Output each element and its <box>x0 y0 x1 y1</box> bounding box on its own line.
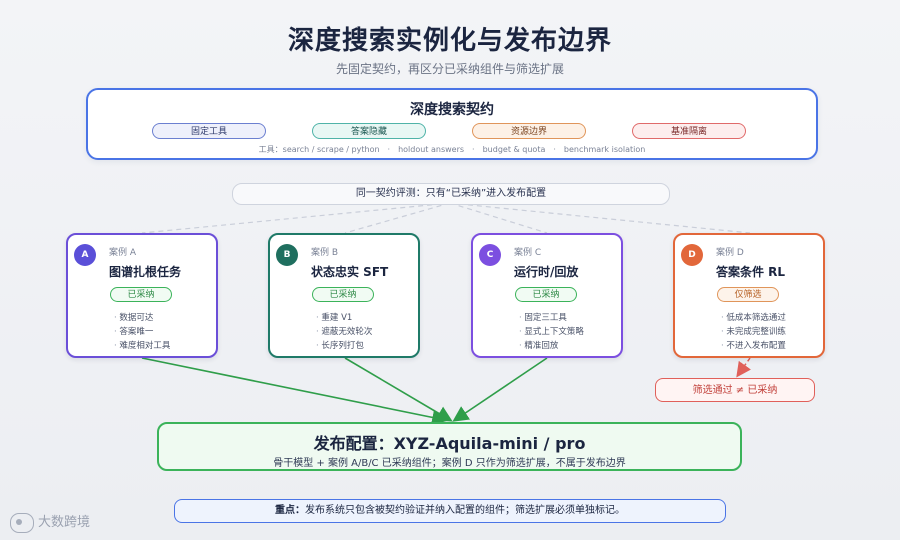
case-d-status: 仅筛选 <box>717 287 779 302</box>
contract-pill-answer-hidden: 答案隐藏 <box>312 123 426 139</box>
case-b-status: 已采纳 <box>312 287 374 302</box>
case-a-badge: A <box>74 244 96 266</box>
contract-tools-line: 工具：search / scrape / python · holdout an… <box>258 145 646 154</box>
case-b-bullets: 重建 V1 遮蔽无效轮次 长序列打包 <box>316 311 372 353</box>
case-c-bullet: 显式上下文策略 <box>519 325 584 339</box>
evaluation-bar: 同一契约评测：只有“已采纳”进入发布配置 <box>232 183 670 205</box>
case-b-bullet: 重建 V1 <box>316 311 372 325</box>
case-card-d: D 案例 D 答案条件 RL 仅筛选 低成本筛选通过 未完成完整训练 不进入发布… <box>673 233 825 358</box>
case-c-label: 案例 C <box>514 248 542 258</box>
filter-pass-note: 筛选通过 ≠ 已采纳 <box>655 378 815 402</box>
keypoint-bar: 重点：发布系统只包含被契约验证并纳入配置的组件；筛选扩展必须单独标记。 <box>174 499 726 523</box>
page-subtitle: 先固定契约，再区分已采纳组件与筛选扩展 <box>335 62 564 76</box>
case-c-badge: C <box>479 244 501 266</box>
release-subtitle: 骨干模型 + 案例 A/B/C 已采纳组件；案例 D 只作为筛选扩展，不属于发布… <box>273 458 626 469</box>
case-a-title: 图谱扎根任务 <box>109 265 182 279</box>
contract-box: 深度搜索契约 固定工具 答案隐藏 资源边界 基准隔离 工具：search / s… <box>86 88 818 160</box>
case-a-label: 案例 A <box>109 248 137 258</box>
contract-pill-resource-bounds: 资源边界 <box>472 123 586 139</box>
watermark-logo: 大数跨境 <box>10 511 90 533</box>
case-card-b: B 案例 B 状态忠实 SFT 已采纳 重建 V1 遮蔽无效轮次 长序列打包 <box>268 233 420 358</box>
logo-icon <box>10 512 34 533</box>
watermark-text: 大数跨境 <box>38 515 91 530</box>
case-card-a: A 案例 A 图谱扎根任务 已采纳 数据可达 答案唯一 难度相对工具 <box>66 233 218 358</box>
keypoint-text: 发布系统只包含被契约验证并纳入配置的组件；筛选扩展必须单独标记。 <box>305 505 625 516</box>
case-a-bullet: 难度相对工具 <box>114 339 170 353</box>
case-b-title: 状态忠实 SFT <box>311 265 389 279</box>
case-d-bullet: 未完成完整训练 <box>721 325 786 339</box>
case-d-badge: D <box>681 244 703 266</box>
case-c-bullet: 固定三工具 <box>519 311 584 325</box>
contract-pill-fixed-tools: 固定工具 <box>152 123 266 139</box>
case-d-bullet: 不进入发布配置 <box>721 339 786 353</box>
case-c-bullets: 固定三工具 显式上下文策略 精准回放 <box>519 311 584 353</box>
case-b-bullet: 遮蔽无效轮次 <box>316 325 372 339</box>
case-c-title: 运行时/回放 <box>514 265 579 279</box>
case-a-status: 已采纳 <box>110 287 172 302</box>
case-a-bullet: 数据可达 <box>114 311 170 325</box>
keypoint-lead: 重点： <box>275 505 305 516</box>
case-card-c: C 案例 C 运行时/回放 已采纳 固定三工具 显式上下文策略 精准回放 <box>471 233 623 358</box>
case-a-bullet: 答案唯一 <box>114 325 170 339</box>
case-c-bullet: 精准回放 <box>519 339 584 353</box>
page-title: 深度搜索实例化与发布边界 <box>287 26 612 56</box>
case-d-bullet: 低成本筛选通过 <box>721 311 786 325</box>
case-b-label: 案例 B <box>311 248 339 258</box>
case-a-bullets: 数据可达 答案唯一 难度相对工具 <box>114 311 170 353</box>
case-d-title: 答案条件 RL <box>716 265 786 279</box>
case-d-label: 案例 D <box>716 248 744 258</box>
contract-pill-benchmark-isolation: 基准隔离 <box>632 123 746 139</box>
case-d-bullets: 低成本筛选通过 未完成完整训练 不进入发布配置 <box>721 311 786 353</box>
release-config-box: 发布配置：XYZ-Aquila-mini / pro 骨干模型 + 案例 A/B… <box>157 422 742 471</box>
release-title: 发布配置：XYZ-Aquila-mini / pro <box>313 434 586 453</box>
case-c-status: 已采纳 <box>515 287 577 302</box>
case-b-bullet: 长序列打包 <box>316 339 372 353</box>
contract-title: 深度搜索契约 <box>410 102 494 118</box>
case-b-badge: B <box>276 244 298 266</box>
